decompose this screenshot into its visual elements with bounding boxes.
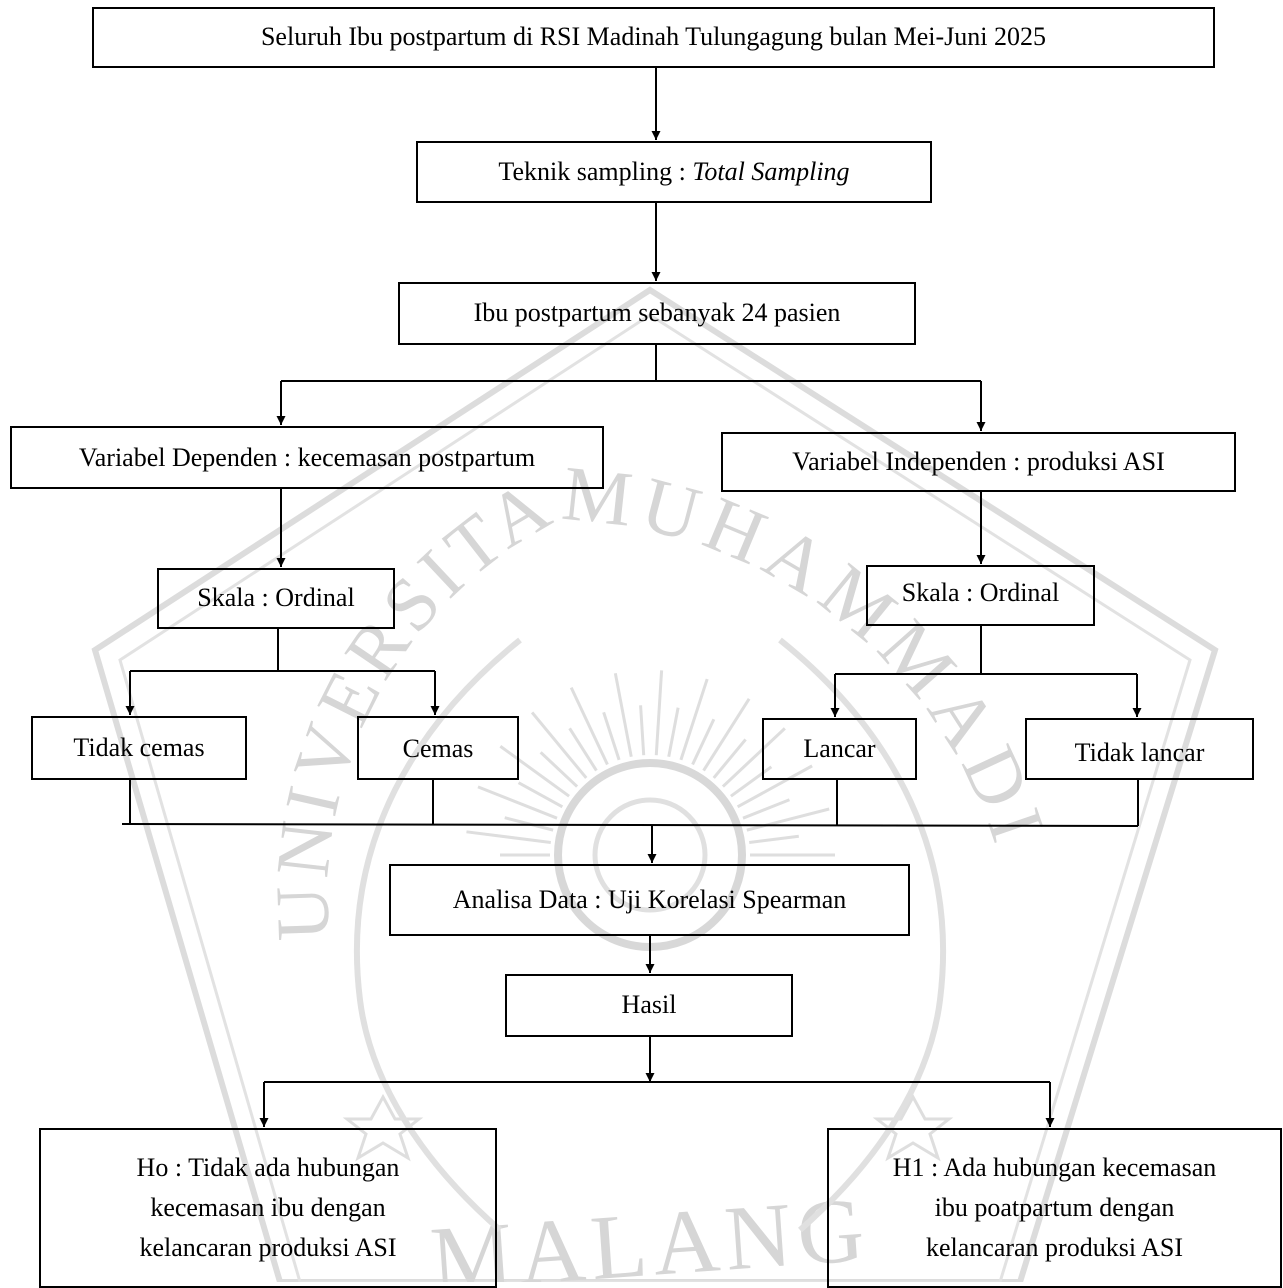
line-merge-horizontal — [121, 823, 1139, 827]
scale-left-text: Skala : Ordinal — [197, 583, 355, 613]
sample-text: Ibu postpartum sebanyak 24 pasien — [473, 298, 841, 328]
scale-left-box: Skala : Ordinal — [157, 568, 395, 629]
sampling-method: Total Sampling — [692, 156, 850, 186]
category-smooth-text: Lancar — [803, 733, 876, 763]
independent-variable-text: Variabel Independen : produksi ASI — [792, 446, 1165, 476]
scale-right-text: Skala : Ordinal — [901, 578, 1060, 607]
category-anxious-box: Cemas — [357, 716, 519, 780]
watermark-ray — [712, 738, 747, 779]
result-text: Hasil — [621, 990, 677, 1020]
category-anxious-text: Cemas — [402, 734, 474, 763]
watermark-ray — [742, 798, 791, 820]
watermark-ray — [602, 711, 621, 761]
watermark-star-right — [872, 1093, 954, 1162]
watermark-ray — [530, 711, 588, 779]
h1-box: H1 : Ada hubungan kecemasan ibu poatpart… — [827, 1128, 1282, 1288]
category-smooth-box: Lancar — [762, 718, 917, 780]
result-box: Hasil — [505, 974, 793, 1037]
watermark-wreath-left — [353, 637, 522, 1233]
watermark-ray — [730, 765, 773, 798]
watermark-ray — [667, 707, 680, 758]
population-text: Seluruh Ibu postpartum di RSI Madinah Tu… — [260, 22, 1047, 52]
sampling-box: Teknik sampling : Total Sampling — [416, 141, 932, 203]
h0-box: Ho : Tidak ada hubungan kecemasan ibu de… — [39, 1128, 497, 1288]
independent-variable-box: Variabel Independen : produksi ASI — [721, 432, 1236, 492]
analysis-box: Analisa Data : Uji Korelasi Spearman — [389, 864, 910, 936]
sampling-text: Teknik sampling : Total Sampling — [498, 156, 850, 186]
watermark-ray — [466, 830, 551, 844]
category-not-smooth-text: Tidak lancar — [1074, 737, 1205, 767]
watermark-pentagon-inner — [118, 313, 1192, 1282]
watermark-ray — [736, 764, 813, 809]
watermark-emblem-inner — [592, 797, 708, 913]
category-not-smooth-box: Tidak lancar — [1025, 718, 1254, 780]
watermark-ray — [477, 785, 558, 820]
watermark-ray — [517, 781, 564, 809]
watermark-ray — [721, 727, 786, 788]
category-not-anxious-box: Tidak cemas — [31, 716, 247, 780]
watermark-ray — [568, 727, 598, 772]
watermark-star-left — [342, 1093, 424, 1162]
sample-box: Ibu postpartum sebanyak 24 pasien — [398, 282, 916, 345]
h0-text: Ho : Tidak ada hubungan kecemasan ibu de… — [136, 1152, 400, 1263]
watermark-ray — [639, 705, 646, 756]
watermark-ray — [749, 834, 800, 844]
population-box: Seluruh Ibu postpartum di RSI Madinah Tu… — [92, 7, 1215, 68]
dependent-variable-box: Variabel Dependen : kecemasan postpartum — [10, 426, 604, 489]
watermark-pentagon — [91, 286, 1219, 1282]
h1-text: H1 : Ada hubungan kecemasan ibu poatpart… — [892, 1152, 1217, 1263]
watermark-sun-rays — [466, 670, 835, 857]
dependent-variable-text: Variabel Dependen : kecemasan postpartum — [78, 443, 536, 472]
watermark-ray — [569, 686, 609, 766]
scale-right-box: Skala : Ordinal — [866, 565, 1095, 626]
watermark-ray — [613, 672, 633, 758]
watermark-ray — [746, 807, 830, 832]
watermark-ray — [499, 745, 570, 798]
watermark-ray — [691, 718, 716, 766]
watermark-ray — [539, 751, 579, 788]
watermark-ray — [702, 697, 751, 772]
category-not-anxious-text: Tidak cemas — [73, 732, 205, 762]
watermark-ray — [679, 678, 709, 761]
analysis-text: Analisa Data : Uji Korelasi Spearman — [452, 884, 847, 914]
watermark-ray — [654, 670, 664, 756]
